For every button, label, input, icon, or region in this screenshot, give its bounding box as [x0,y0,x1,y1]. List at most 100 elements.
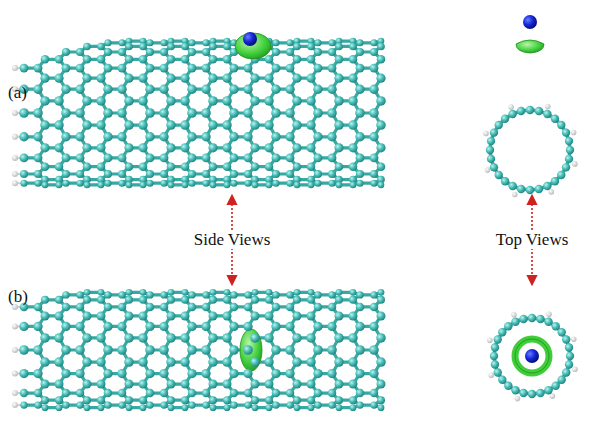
carbon-atom [118,39,125,46]
charge-density [515,339,549,373]
carbon-atom [61,345,71,355]
carbon-atom [117,132,126,141]
carbon-atom [40,357,50,367]
carbon-atom [271,369,280,378]
carbon-atom [118,291,125,298]
carbon-atom [250,143,259,152]
carbon-atom [166,333,176,343]
carbon-atom [223,162,232,171]
carbon-atom [244,401,251,408]
carbon-atom [160,180,167,187]
carbon-atom [202,180,209,187]
hydrogen-atom [511,312,517,318]
carbon-atom [54,333,64,343]
carbon-atom [306,74,315,83]
carbon-atom [370,153,379,162]
carbon-atom [145,84,154,93]
carbon-atom [181,380,190,389]
carbon-atom [229,84,238,93]
carbon-atom [97,380,106,389]
carbon-atom [230,180,237,187]
carbon-atom [293,296,301,304]
carbon-atom [562,128,570,136]
carbon-atom [307,296,315,304]
carbon-atom [308,289,315,296]
carbon-atom [54,120,64,130]
carbon-atom [97,162,106,171]
carbon-atom [314,64,323,73]
carbon-atom [244,180,251,187]
carbon-atom [286,170,294,178]
carbon-atom [356,153,365,162]
carbon-atom [566,146,574,154]
carbon-atom [166,96,176,106]
carbon-atom [535,185,543,193]
carbon-atom [293,55,302,64]
carbon-atom [210,289,217,296]
carbon-atom [138,96,148,106]
carbon-atom [83,396,91,404]
carbon-atom [41,162,50,171]
hydrogen-atom [550,393,556,399]
carbon-atom [551,177,559,185]
carbon-atom [377,311,386,320]
carbon-atom [188,39,195,46]
carbon-atom [356,64,365,73]
carbon-atom [146,153,155,162]
carbon-atom [369,345,379,355]
carbon-atom [96,74,105,83]
hydrogen-atom [12,155,18,161]
hydrogen-atom [546,312,552,318]
carbon-atom [20,64,29,73]
carbon-atom [272,64,281,73]
carbon-atom [34,303,43,312]
carbon-atom [54,143,63,152]
carbon-atom [202,389,211,398]
carbon-atom [264,96,274,106]
carbon-atom [40,96,50,106]
carbon-atom [76,48,84,56]
carbon-atom [104,303,113,312]
carbon-atom [355,369,364,378]
carbon-atom [118,303,127,312]
carbon-atom [264,74,273,83]
carbon-atom [223,380,232,389]
carbon-atom [251,311,260,320]
carbon-atom [558,328,566,336]
carbon-atom [314,153,323,162]
carbon-atom [370,303,379,312]
carbon-atom [356,389,365,398]
carbon-atom [180,96,190,106]
carbon-atom [349,162,358,171]
carbon-atom [264,357,274,367]
carbon-atom [181,396,189,404]
carbon-atom [551,382,559,390]
carbon-atom [210,182,217,189]
carbon-atom [243,345,253,355]
carbon-atom [250,357,260,367]
carbon-atom [118,170,126,178]
carbon-atom [244,303,253,312]
carbon-atom [504,322,512,330]
carbon-atom [139,311,148,320]
nanotube-top [487,312,578,402]
carbon-atom [187,369,196,378]
carbon-atom [251,396,259,404]
carbon-atom [167,162,176,171]
carbon-atom [272,48,280,56]
carbon-atom [208,333,218,343]
carbon-atom [159,322,168,331]
hydrogen-atom [572,366,578,372]
hydrogen-atom [489,372,495,378]
hydrogen-atom [12,347,18,353]
carbon-atom [314,39,321,46]
carbon-atom [83,311,92,320]
carbon-atom [20,401,27,408]
carbon-atom [118,153,127,162]
carbon-atom [62,64,71,73]
carbon-atom [117,322,126,331]
carbon-atom [511,318,519,326]
hydrogen-atom [572,161,578,167]
carbon-atom [75,322,84,331]
carbon-atom [565,343,573,351]
